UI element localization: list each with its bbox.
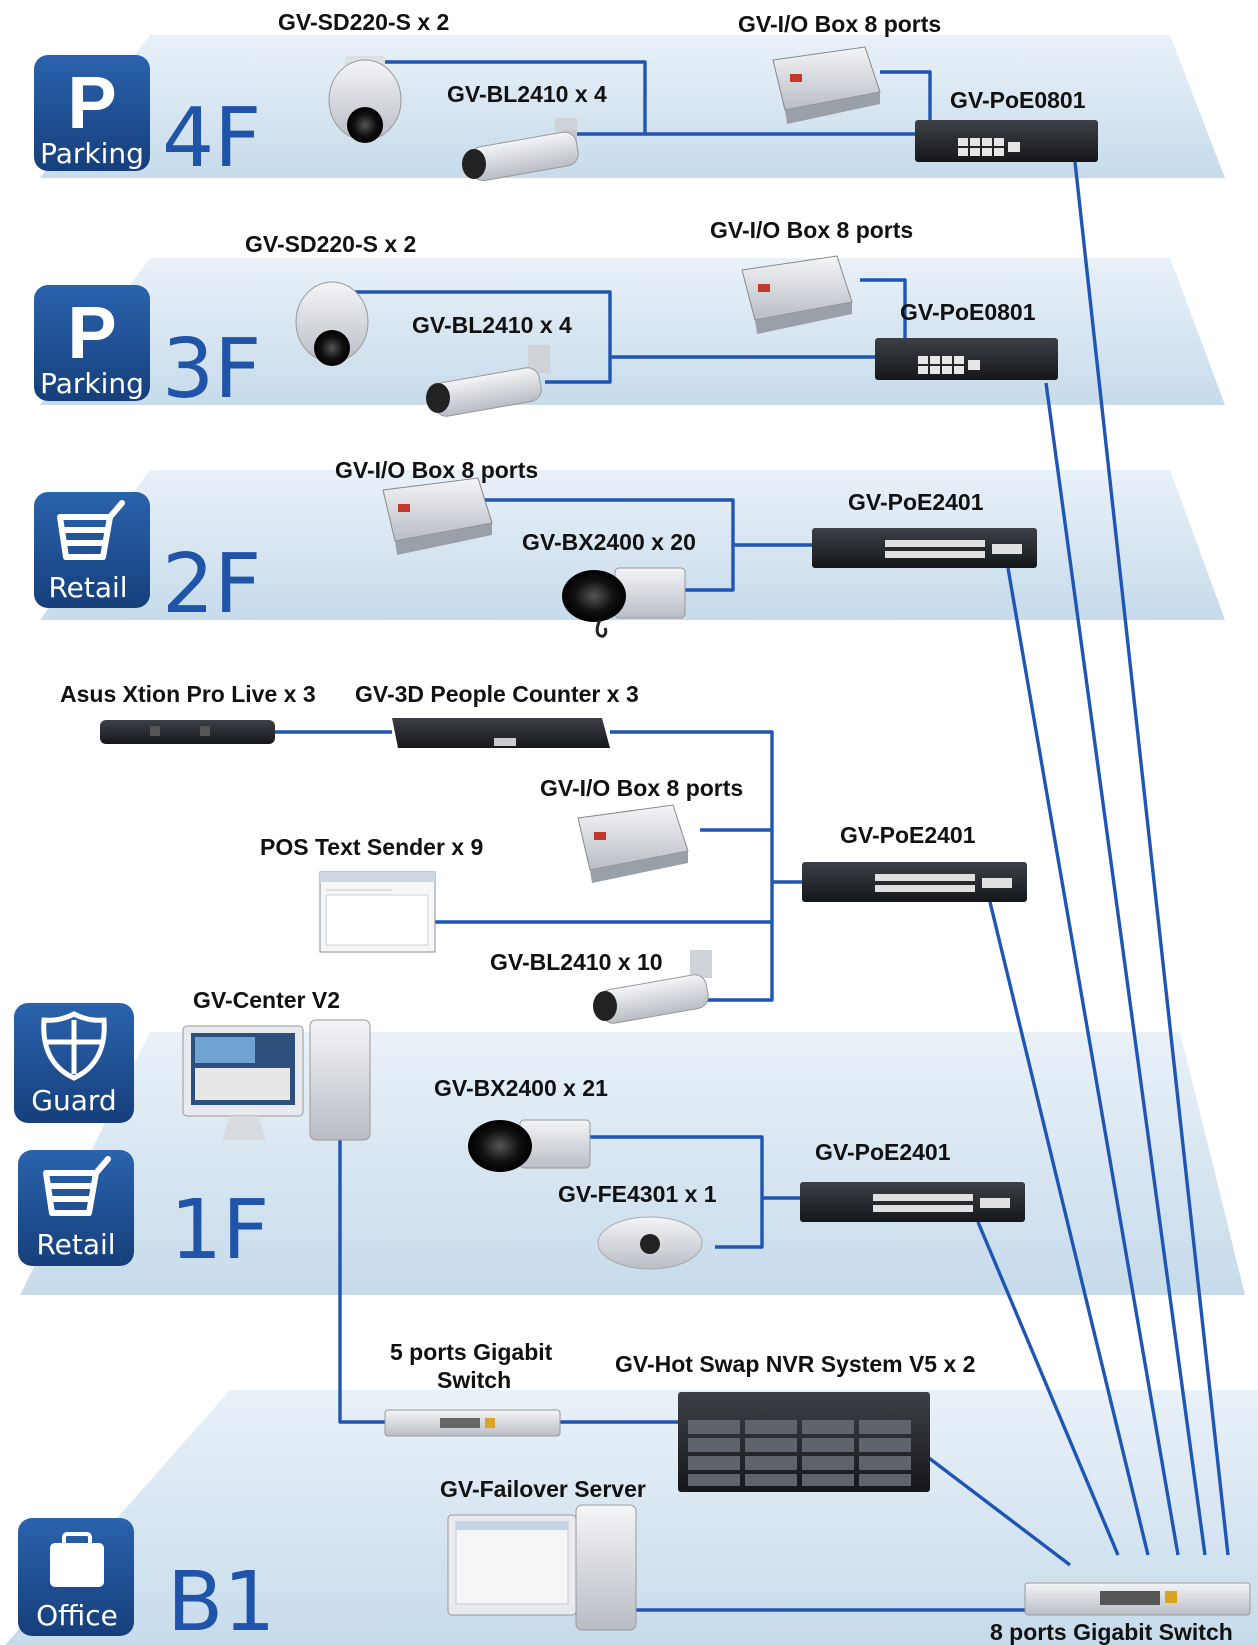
label-iobox-2f: GV-I/O Box 8 ports (335, 457, 538, 483)
badge-label: Parking (40, 367, 144, 400)
bullet-camera (462, 118, 579, 182)
label-sd220-3f: GV-SD220-S x 2 (245, 231, 416, 257)
shield-icon (41, 1011, 107, 1081)
badge-4f-parking: P Parking (34, 55, 150, 171)
floor-plate-2f (40, 470, 1225, 620)
cart-icon (57, 500, 125, 560)
badge-b1-office: Office (18, 1518, 134, 1636)
label-bl2410-1f: GV-BL2410 x 10 (490, 949, 663, 975)
io-box-device (382, 477, 493, 555)
speed-dome-camera (295, 281, 369, 366)
label-bx2400-2f: GV-BX2400 x 20 (522, 529, 696, 555)
badge-label: Retail (36, 1228, 115, 1261)
fisheye-camera (597, 1216, 703, 1270)
floor-label-1f: 1F (170, 1183, 269, 1278)
label-iobox-4f: GV-I/O Box 8 ports (738, 11, 941, 37)
label-poe2401-2f: GV-PoE2401 (848, 489, 984, 515)
badge-label: Office (36, 1599, 118, 1632)
poe-switch-2401 (812, 528, 1037, 568)
label-iobox-3f: GV-I/O Box 8 ports (710, 217, 913, 243)
floor-label-3f: 3F (162, 322, 261, 417)
label-failover: GV-Failover Server (440, 1476, 646, 1502)
parking-p-letter: P (67, 291, 116, 374)
label-poe2401-1f: GV-PoE2401 (815, 1139, 951, 1165)
poe-switch-2401 (802, 862, 1027, 902)
badge-guard: Guard (14, 1003, 134, 1123)
floor-label-4f: 4F (162, 91, 261, 186)
label-poe0801-3f: GV-PoE0801 (900, 299, 1036, 325)
label-center: GV-Center V2 (193, 987, 340, 1013)
bullet-camera (593, 950, 712, 1024)
failover-workstation (447, 1504, 637, 1631)
label-switch5-line2: Switch (437, 1367, 511, 1393)
cable-lines (273, 60, 1230, 1612)
badge-3f-parking: P Parking (34, 285, 150, 401)
label-switch8: 8 ports Gigabit Switch (990, 1619, 1233, 1645)
box-camera (562, 567, 686, 638)
poe-switch-2401 (800, 1182, 1025, 1222)
floor-label-b1: B1 (167, 1555, 275, 1645)
label-nvr: GV-Hot Swap NVR System V5 x 2 (615, 1351, 975, 1377)
label-bx2400-1f: GV-BX2400 x 21 (434, 1075, 608, 1101)
label-switch5-line1: 5 ports Gigabit (390, 1339, 553, 1365)
label-poe0801-4f: GV-PoE0801 (950, 87, 1086, 113)
depth-sensor-device (100, 720, 275, 744)
label-bl2410-3f: GV-BL2410 x 4 (412, 312, 572, 338)
poe-switch-0801 (915, 120, 1098, 162)
pos-window-screenshot (319, 871, 436, 953)
label-xtion: Asus Xtion Pro Live x 3 (60, 681, 316, 707)
bullet-camera (426, 345, 550, 417)
label-poe2401-1f-upper: GV-PoE2401 (840, 822, 976, 848)
badge-label: Retail (48, 571, 127, 604)
cart-icon (43, 1156, 111, 1216)
badge-label: Parking (40, 137, 144, 170)
briefcase-icon (50, 1532, 104, 1587)
gigabit-switch-5-port (384, 1409, 561, 1437)
badge-label: Guard (31, 1084, 116, 1117)
parking-p-letter: P (67, 61, 116, 144)
speed-dome-camera (328, 56, 402, 143)
nvr-rack-server (678, 1392, 930, 1492)
label-iobox-1f-upper: GV-I/O Box 8 ports (540, 775, 743, 801)
badge-2f-retail: Retail (34, 492, 150, 608)
io-box-device (772, 46, 881, 124)
label-people-counter: GV-3D People Counter x 3 (355, 681, 639, 707)
box-camera (468, 1119, 591, 1172)
center-workstation (182, 1019, 371, 1141)
label-pos: POS Text Sender x 9 (260, 834, 483, 860)
people-counter-device (392, 718, 610, 748)
poe-switch-0801 (875, 338, 1058, 380)
io-box-device (577, 804, 689, 883)
gigabit-switch-8-port (1024, 1582, 1251, 1616)
io-box-device (741, 255, 853, 334)
label-sd220-4f: GV-SD220-S x 2 (278, 9, 449, 35)
label-fe4301: GV-FE4301 x 1 (558, 1181, 717, 1207)
badge-1f-retail: Retail (18, 1150, 134, 1266)
label-bl2410-4f: GV-BL2410 x 4 (447, 81, 607, 107)
floor-label-2f: 2F (162, 537, 261, 632)
